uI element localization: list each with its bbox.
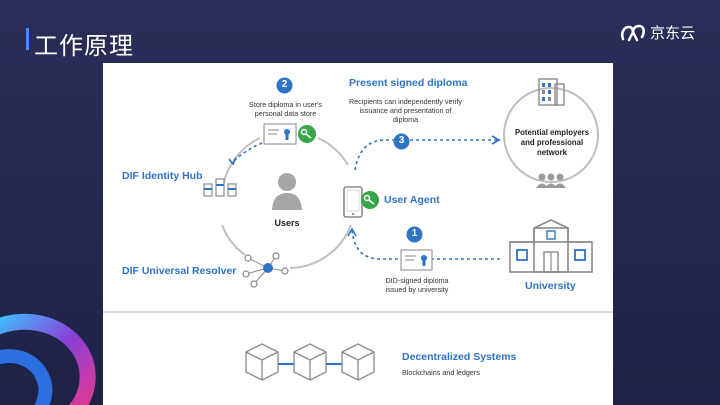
decentralized-title: Decentralized Systems bbox=[402, 351, 517, 363]
step-2-number: 2 bbox=[281, 79, 288, 90]
blockchain-cubes-icon bbox=[245, 343, 375, 381]
diagram-panel bbox=[103, 63, 613, 405]
signed-diploma-caption: DID-signed diploma issued by university bbox=[385, 276, 449, 294]
employers-circle bbox=[503, 87, 599, 183]
users-label: Users bbox=[274, 218, 300, 228]
step-3-badge bbox=[393, 133, 410, 150]
decentralized-caption: Blockchains and ledgers bbox=[402, 368, 480, 377]
identity-hub-label: DIF Identity Hub bbox=[122, 170, 203, 182]
people-group-icon bbox=[536, 173, 566, 188]
step-2-badge bbox=[276, 77, 293, 94]
arrow-present-to-employers bbox=[354, 139, 498, 171]
users-circle-arc-bottom-left bbox=[221, 224, 246, 256]
office-building-icon bbox=[538, 78, 565, 106]
users-circle-arc-top-right bbox=[317, 137, 349, 166]
university-building-icon bbox=[509, 219, 593, 273]
step-3-number: 3 bbox=[398, 135, 405, 146]
users-circle-arc-bottom-right bbox=[289, 224, 352, 269]
present-caption: Recipients can independently verify issu… bbox=[348, 97, 463, 124]
user-agent-label: User Agent bbox=[384, 194, 440, 206]
university-label: University bbox=[525, 280, 576, 292]
arrow-head-hub bbox=[228, 157, 237, 166]
slide-title: 工作原理 bbox=[34, 32, 134, 60]
cloud-logo-icon bbox=[620, 24, 645, 41]
store-caption: Store diploma in user's personal data st… bbox=[249, 100, 322, 118]
brand-logo: 京东云 bbox=[620, 22, 695, 43]
identity-hub-icon bbox=[203, 178, 237, 197]
arrow-head-agent bbox=[347, 227, 357, 237]
arrow-university-to-agent bbox=[351, 229, 500, 260]
step-1-number: 1 bbox=[411, 228, 418, 239]
tablet-device-icon bbox=[343, 186, 379, 218]
employers-label: Potential employers and professional net… bbox=[514, 128, 590, 157]
universal-resolver-label: DIF Universal Resolver bbox=[122, 265, 237, 277]
present-title: Present signed diploma bbox=[349, 77, 468, 89]
network-graph-icon bbox=[242, 252, 289, 288]
stored-diploma-icon bbox=[263, 123, 316, 145]
arrow-head-employers bbox=[491, 135, 501, 145]
logo-text: 京东云 bbox=[650, 24, 696, 42]
title-accent-bar bbox=[26, 28, 29, 50]
user-avatar-icon bbox=[272, 173, 302, 210]
decorative-swirl bbox=[0, 313, 96, 405]
step-1-badge bbox=[406, 226, 423, 243]
signed-diploma-icon bbox=[400, 249, 433, 271]
